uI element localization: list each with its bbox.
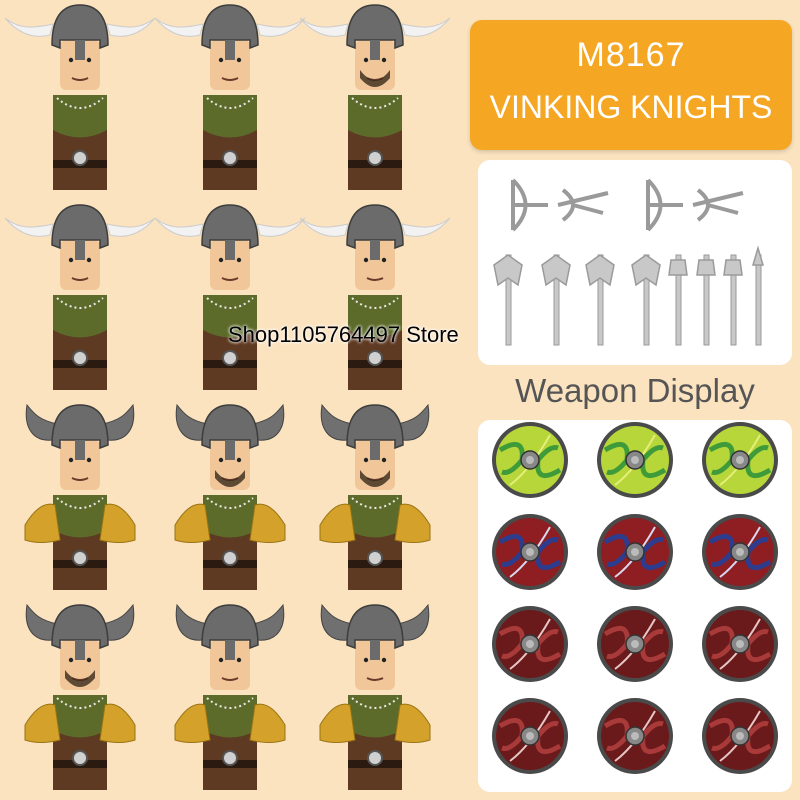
round-shield-icon bbox=[492, 698, 568, 774]
round-shield-icon bbox=[597, 698, 673, 774]
spear-icon bbox=[751, 245, 765, 346]
minifigure-svg bbox=[300, 204, 450, 390]
viking-minifigure bbox=[300, 200, 450, 395]
viking-minifigure bbox=[5, 0, 155, 195]
minifigure-svg bbox=[174, 603, 286, 790]
weapon-display-label: Weapon Display bbox=[515, 372, 755, 409]
round-shield-icon bbox=[597, 422, 673, 498]
store-watermark: Shop1105764497 Store bbox=[228, 322, 459, 347]
minifigure-svg bbox=[24, 603, 136, 790]
round-shield-icon bbox=[702, 698, 778, 774]
shield-svg bbox=[492, 422, 778, 774]
round-shield-icon bbox=[492, 606, 568, 682]
viking-minifigure bbox=[155, 600, 305, 795]
round-shield-icon bbox=[702, 514, 778, 590]
weapon-svg bbox=[493, 178, 765, 346]
viking-minifigure bbox=[5, 400, 155, 595]
round-shield-icon bbox=[492, 514, 568, 590]
viking-minifigure bbox=[155, 400, 305, 595]
round-shield-icon bbox=[702, 422, 778, 498]
mace-icon bbox=[696, 254, 716, 346]
mace-icon bbox=[723, 254, 743, 346]
minifigure-svg bbox=[174, 403, 286, 590]
round-shield-icon bbox=[597, 606, 673, 682]
product-code: M8167 bbox=[576, 36, 686, 74]
viking-minifigure bbox=[155, 0, 305, 195]
minifigure-svg bbox=[155, 4, 305, 190]
viking-minifigure bbox=[300, 0, 450, 195]
axe-icon bbox=[585, 254, 615, 346]
round-shield-icon bbox=[597, 514, 673, 590]
viking-minifigure bbox=[155, 200, 305, 395]
weapon-panel bbox=[478, 160, 792, 365]
crossbow-icon bbox=[557, 188, 609, 222]
halberd-icon bbox=[541, 254, 571, 346]
minifigure-svg bbox=[319, 603, 431, 790]
title-box: M8167 VINKING KNIGHTS bbox=[470, 20, 792, 150]
minifigure-svg bbox=[24, 403, 136, 590]
minifigure-svg bbox=[155, 204, 305, 390]
minifigure-svg bbox=[300, 4, 450, 190]
crossbow-icon bbox=[692, 188, 744, 222]
viking-minifigure bbox=[300, 400, 450, 595]
axe-icon bbox=[493, 254, 523, 346]
bow-icon bbox=[646, 178, 683, 232]
figure-grid bbox=[5, 0, 450, 795]
product-name: VINKING KNIGHTS bbox=[489, 89, 773, 125]
round-shield-icon bbox=[702, 606, 778, 682]
minifigure-svg bbox=[319, 403, 431, 590]
viking-minifigure bbox=[5, 600, 155, 795]
minifigure-svg bbox=[5, 4, 155, 190]
minifigure-svg bbox=[5, 204, 155, 390]
bow-icon bbox=[511, 178, 548, 232]
shield-panel bbox=[478, 420, 792, 792]
round-shield-icon bbox=[492, 422, 568, 498]
mace-icon bbox=[668, 254, 688, 346]
viking-minifigure bbox=[5, 200, 155, 395]
axe-icon bbox=[631, 254, 661, 346]
viking-minifigure bbox=[300, 600, 450, 795]
